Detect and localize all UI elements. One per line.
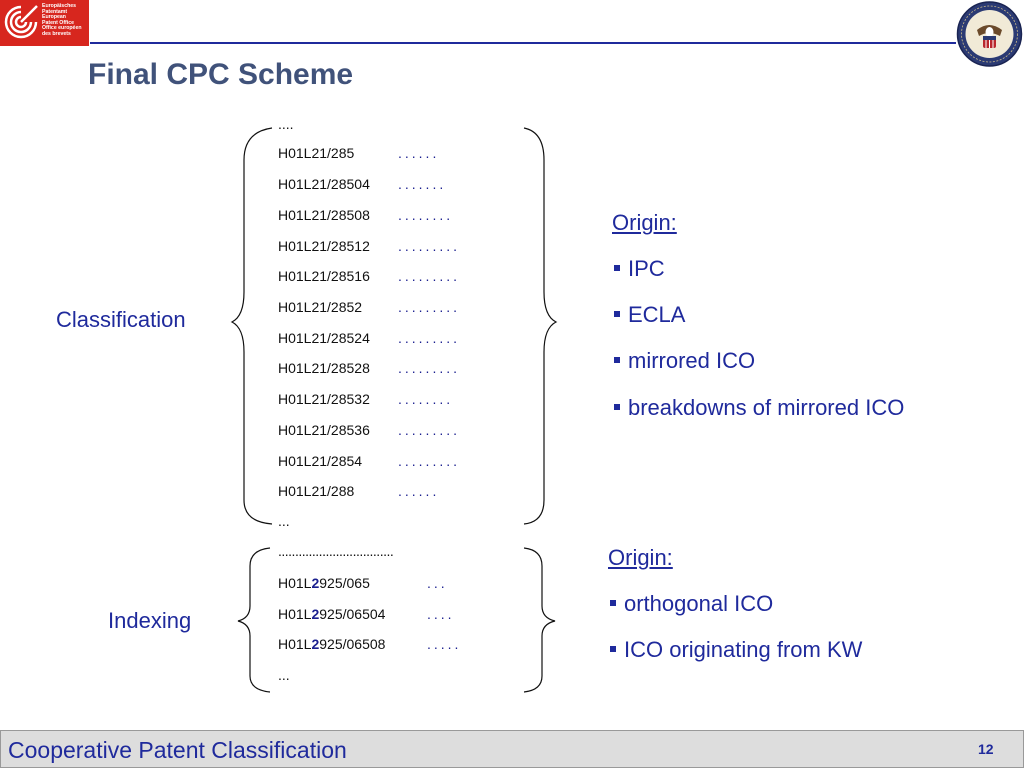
indexing-dots: .... [427,606,455,622]
classification-code: H01L21/28508 [278,207,370,223]
classification-bottom-ellipsis: ... [278,513,290,529]
classification-dots: ........ [398,207,454,223]
indexing-dots: ... [427,575,448,591]
classification-code: H01L21/28532 [278,391,370,407]
epo-logo: Europäisches Patentamt European Patent O… [0,0,89,46]
classification-dots: ....... [398,176,447,192]
classification-code: H01L21/28524 [278,330,370,346]
indexing-code: H01L2925/06504 [278,606,386,622]
bullet-icon [614,404,620,411]
uspto-seal [955,0,1024,68]
classification-dots: ......... [398,268,461,284]
classification-dots: ........ [398,391,454,407]
bullet-icon [614,265,620,272]
indexing-bottom-ellipsis: ... [278,667,290,683]
classification-dots: ......... [398,453,461,469]
bullet-icon [610,600,616,607]
classification-code: H01L21/28516 [278,268,370,284]
bullet-icon [610,646,616,653]
header-rule [90,42,956,44]
classification-code: H01L21/2854 [278,453,363,469]
page-number: 12 [978,741,994,757]
classification-dots: ...... [398,145,440,161]
classification-origin-item: ECLA [614,302,685,328]
indexing-origin-item: orthogonal ICO [610,591,773,617]
classification-dots: ......... [398,422,461,438]
classification-origin-item: mirrored ICO [614,348,755,374]
footer-bar [0,730,1024,768]
classification-origin-item: IPC [614,256,665,282]
bullet-icon [614,311,620,318]
classification-dots: ......... [398,330,461,346]
classification-code: H01L21/28504 [278,176,370,192]
classification-label: Classification [56,307,186,332]
uspto-seal-icon [956,1,1023,67]
indexing-origin-heading: Origin: [608,545,673,570]
classification-code: H01L21/28512 [278,238,370,254]
classification-code: H01L21/28528 [278,360,370,376]
indexing-code: H01L2925/06508 [278,636,386,652]
classification-origin-item: breakdowns of mirrored ICO [614,395,904,421]
indexing-label: Indexing [108,608,192,633]
epo-logo-text: Europäisches Patentamt European Patent O… [42,3,82,37]
classification-left-brace [230,127,273,525]
indexing-code: H01L2925/065 [278,575,370,591]
classification-code: H01L21/28536 [278,422,370,438]
classification-dots: ......... [398,299,461,315]
footer-title: Cooperative Patent Classification [8,737,347,763]
indexing-origin-item: ICO originating from KW [610,637,862,663]
indexing-top-ellipsis: .................................. [278,543,394,559]
classification-dots: ......... [398,360,461,376]
indexing-right-brace [523,547,556,693]
classification-origin-heading: Origin: [612,210,677,235]
indexing-dots: ..... [427,636,462,652]
bullet-icon [614,357,620,364]
classification-dots: ...... [398,483,440,499]
indexing-left-brace [237,547,271,693]
classification-code: H01L21/288 [278,483,355,499]
classification-code: H01L21/2852 [278,299,363,315]
classification-dots: ......... [398,238,461,254]
classification-right-brace [523,127,558,525]
classification-top-ellipsis: .... [278,116,294,132]
epo-logo-icon [4,5,38,39]
page-title: Final CPC Scheme [88,58,354,91]
classification-code: H01L21/285 [278,145,355,161]
